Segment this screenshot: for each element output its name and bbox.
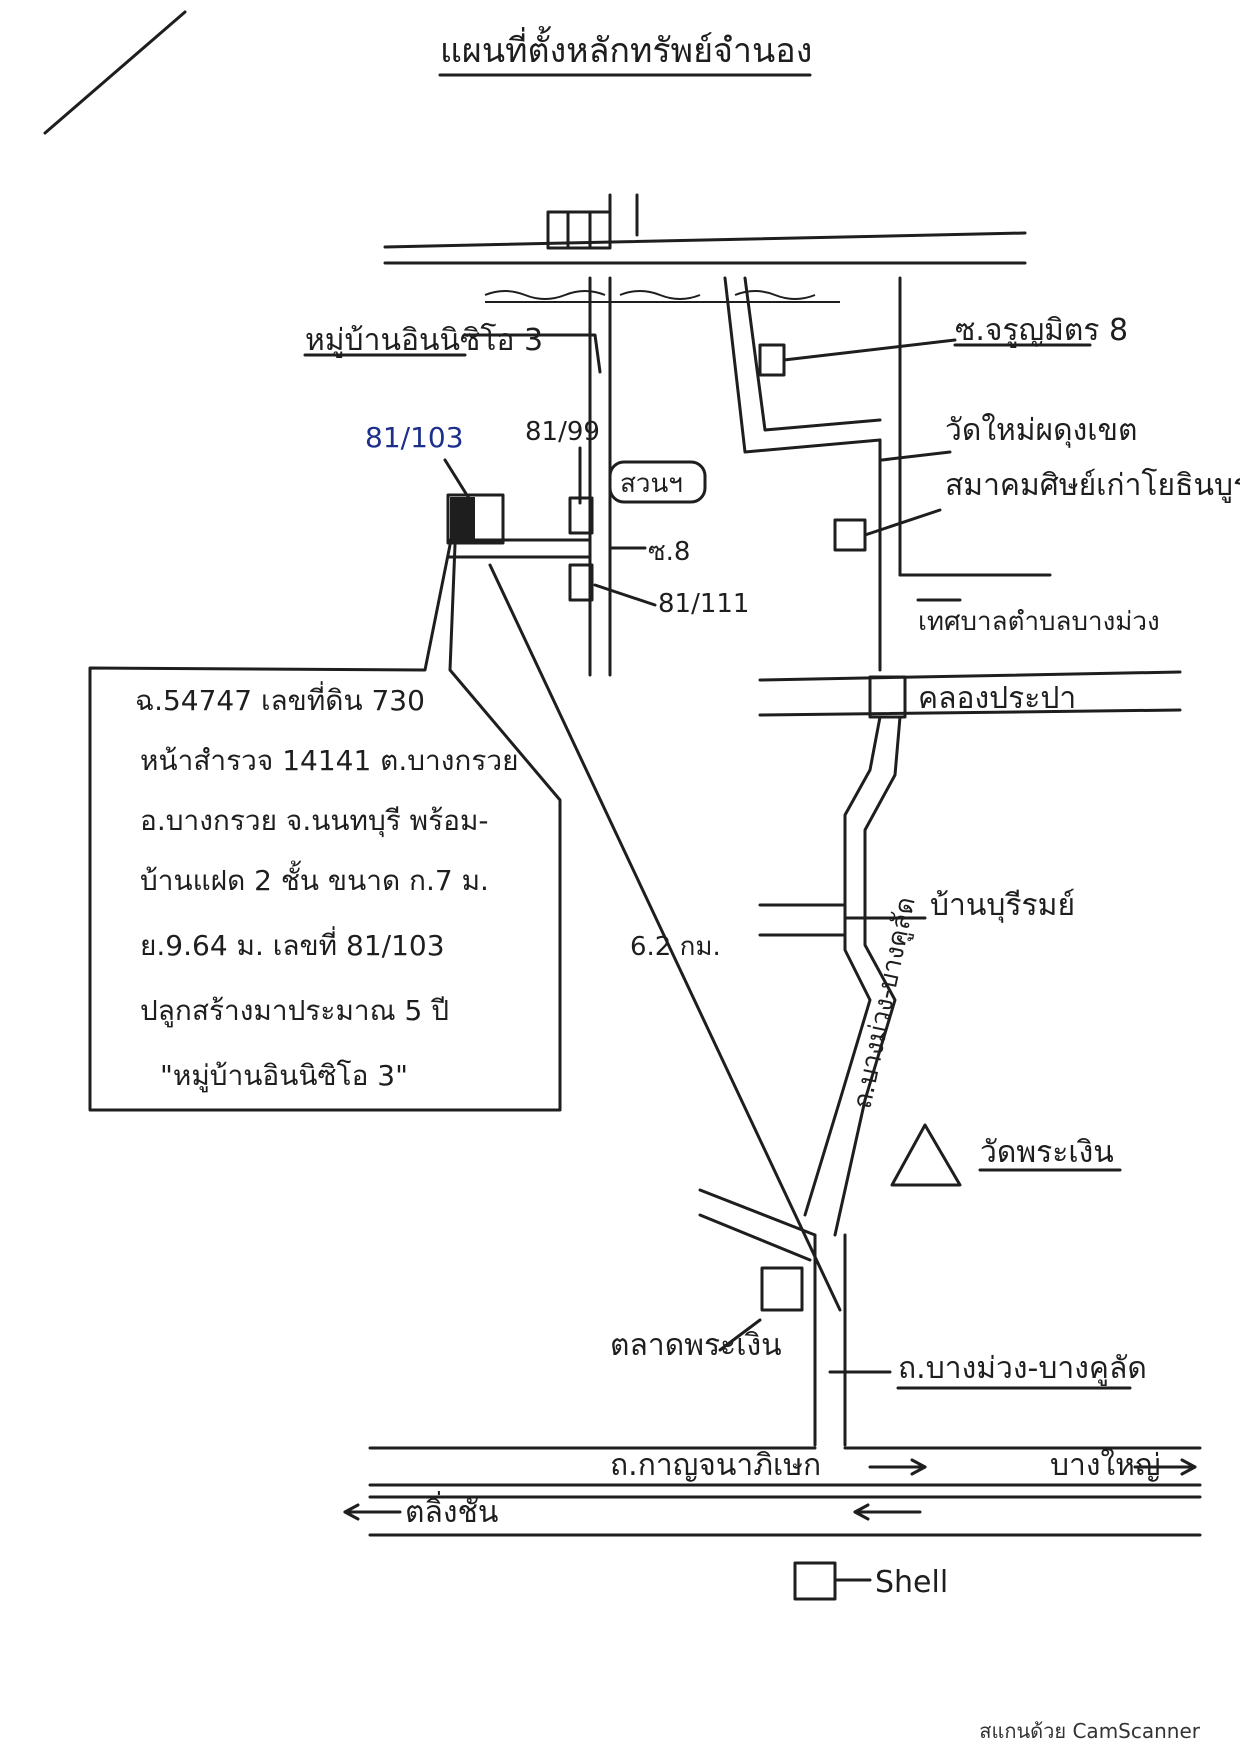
top-road-north-edge <box>383 231 1027 249</box>
unit-81-99-house <box>568 496 594 535</box>
talad-phra-ngoen-icon <box>760 1266 804 1312</box>
elderly-assoc-icon <box>833 518 867 552</box>
wat-phra-ngoen-icon <box>890 1123 962 1187</box>
target-unit-label: 81/103 <box>365 421 464 454</box>
info-line-2: หน้าสำรวจ 14141 ต.บางกรวย <box>140 744 519 777</box>
distance-arrow <box>488 563 842 1312</box>
info-line-6: ปลูกสร้างมาประมาณ 5 ปี <box>140 994 449 1028</box>
suan-park-box <box>608 460 707 504</box>
distance-label: 6.2 กม. <box>630 932 721 962</box>
info-line-1: ฉ.54747 เลขที่ดิน 730 <box>135 681 425 717</box>
target-property-marker <box>450 497 475 542</box>
shell-label: Shell <box>875 1565 948 1600</box>
road-bangmuang-bangkulat-label: ถ.บางม่วง-บางคูลัด <box>898 1351 1147 1386</box>
scanner-footer: สแกนด้วย CamScanner <box>979 1719 1200 1743</box>
suan-label: สวนฯ <box>620 469 683 499</box>
market-side-road-north <box>698 1188 817 1237</box>
kanchanaphisek-label: ถ.กาญจนาภิเษก <box>610 1448 821 1483</box>
target-property-house <box>446 493 505 545</box>
soi-junction-8-icon <box>758 343 786 377</box>
canal-north-edge <box>758 670 1182 682</box>
canal-label: คลองประปา <box>918 681 1076 716</box>
info-line-3: อ.บางกรวย จ.นนทบุรี พร้อม- <box>140 804 489 838</box>
road-vertical-label: ถ.บางม่วง-บางคูลัด <box>848 894 922 1111</box>
soi-junction-8-label: ซ.จรูญมิตร 8 <box>955 313 1128 348</box>
ban-burirom-label: บ้านบุรีรมย์ <box>930 888 1075 924</box>
main-road-right-edge-lower <box>833 715 902 1237</box>
unit-81-99-label: 81/99 <box>525 417 600 447</box>
soi-8-label: ซ.8 <box>648 537 690 567</box>
village-arrow <box>463 333 602 374</box>
info-box-outline <box>88 543 562 1112</box>
upper-road-left-edge <box>723 276 882 454</box>
scan-mark-line <box>43 10 187 135</box>
village-top-label: หมู่บ้านอินนิซิโอ 3 <box>305 322 543 358</box>
info-line-5: ย.9.64 ม. เลขที่ 81/103 <box>140 926 445 962</box>
main-road-left-edge <box>803 715 882 1217</box>
unit-81-111-house <box>568 563 594 602</box>
shell-station-icon <box>793 1561 837 1601</box>
wat-lamphak-label: วัดใหม่ผดุงเขต <box>945 413 1137 449</box>
elderly-assoc-label: สมาคมศิษย์เก่าโยธินบูรณะ <box>945 467 1240 503</box>
top-canal-line <box>484 290 816 300</box>
info-line-7: "หมู่บ้านอินนิซิโอ 3" <box>160 1059 408 1093</box>
talad-phra-ngoen-label: ตลาดพระเงิน <box>610 1328 782 1363</box>
sao-bangmuang-label: เทศบาลตำบลบางม่วง <box>918 607 1160 637</box>
taling-chan-label: ตลิ่งชัน <box>405 1491 498 1530</box>
canal-south-edge <box>758 708 1182 717</box>
info-box-text: ฉ.54747 เลขที่ดิน 730 หน้าสำรวจ 14141 ต.… <box>135 681 519 1093</box>
wat-phra-ngoen-label: วัดพระเงิน <box>980 1135 1114 1170</box>
map-title: แผนที่ตั้งหลักทรัพย์จำนอง <box>440 26 812 71</box>
canal-bridge <box>868 675 907 719</box>
info-line-4: บ้านแฝด 2 ชั้น ขนาด ก.7 ม. <box>140 860 489 897</box>
unit-81-111-label: 81/111 <box>658 589 749 619</box>
